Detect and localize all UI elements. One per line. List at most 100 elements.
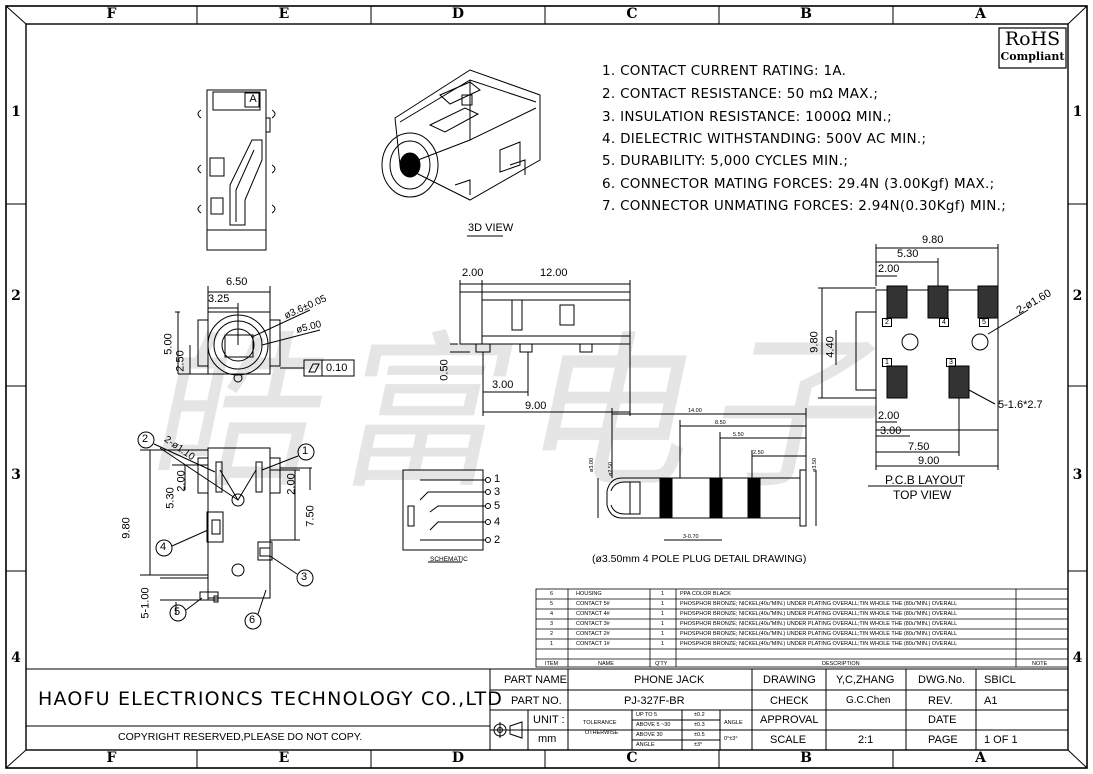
- dim-label: 4.40: [824, 336, 837, 358]
- plug-caption: (ø3.50mm 4 POLE PLUG DETAIL DRAWING): [592, 553, 807, 565]
- zone-label: E: [278, 6, 290, 22]
- balloon-label: 1: [302, 445, 309, 457]
- dwg-no-label: DWG.No.: [918, 674, 966, 686]
- dim-label: ø2.50: [608, 461, 615, 477]
- row-label: 2: [11, 288, 21, 304]
- bom-cell: 1: [661, 621, 665, 627]
- pcb-layout-drawing: [818, 244, 1029, 470]
- note-line: 7. CONNECTOR UNMATING FORCES: 2.94N(0.30…: [602, 198, 1007, 214]
- dim-label: 9.00: [918, 455, 940, 467]
- part-name-label: PART NAME: [504, 674, 567, 686]
- balloon-label: 3: [301, 571, 308, 583]
- a-marker: A: [249, 93, 257, 105]
- bom-cell: CONTACT 3#: [576, 621, 610, 627]
- dim-label: 3.00: [492, 379, 514, 391]
- zone-label: A: [975, 750, 986, 766]
- zone-label: A: [975, 6, 986, 22]
- row-label: 4: [1072, 650, 1083, 666]
- scale-label: SCALE: [770, 734, 807, 746]
- dim-label: 9.80: [120, 517, 133, 539]
- rohs-sub: Compliant: [1000, 50, 1065, 63]
- 3d-view-drawing: [381, 69, 541, 201]
- schematic-drawing: [402, 469, 491, 551]
- zone-label: F: [106, 750, 117, 766]
- balloon-label: 6: [249, 614, 256, 626]
- schematic-pin: 2: [494, 534, 501, 546]
- bom-header: NAME: [598, 661, 614, 667]
- pad-number: 3: [946, 358, 956, 367]
- unit-label: UNIT :: [533, 714, 565, 726]
- pcb-title: P.C.B LAYOUT: [885, 473, 966, 487]
- balloon-label: 2: [142, 433, 149, 445]
- page-label: PAGE: [928, 734, 958, 746]
- dim-label: 9.80: [808, 331, 821, 353]
- approval-label: APPROVAL: [760, 714, 819, 726]
- dim-label: 7.50: [304, 505, 317, 527]
- dim-label: 9.00: [525, 400, 547, 412]
- note-line: 4. DIELECTRIC WITHSTANDING: 500V AC MIN.…: [602, 131, 927, 147]
- copyright-note: COPYRIGHT RESERVED,PLEASE DO NOT COPY.: [118, 731, 363, 743]
- tolerance-label: OTHERWISE: [585, 730, 619, 736]
- schematic-pin: 5: [494, 500, 501, 512]
- dim-label: 2.00: [462, 267, 484, 279]
- bom-cell: CONTACT 1#: [576, 641, 610, 647]
- scale-value: 2:1: [858, 734, 874, 746]
- pad-number: 5: [979, 318, 989, 327]
- bom-header: DESCRIPTION: [822, 661, 860, 667]
- tol-cell: UP TO 5: [636, 712, 658, 718]
- row-label: 4: [11, 650, 21, 666]
- zone-label: C: [626, 750, 638, 766]
- tol-cell: ABOVE 5 ~30: [636, 722, 671, 728]
- pad-number: 4: [939, 318, 949, 327]
- dim-label: 2.50: [174, 350, 187, 372]
- bom-cell: 6: [550, 591, 554, 597]
- dim-label: 3.00: [880, 425, 902, 437]
- pad-number: 1: [882, 358, 892, 367]
- schematic-pin: 3: [494, 486, 501, 498]
- plug-drawing: [597, 408, 817, 541]
- bom-cell: 1: [661, 641, 665, 647]
- bom-cell: 1: [661, 591, 665, 597]
- bom-cell: 1: [661, 631, 665, 637]
- side-view-drawing: [450, 280, 631, 416]
- zone-label: F: [106, 6, 117, 22]
- unit-value: mm: [538, 733, 557, 745]
- check-value: G.C.Chen: [846, 695, 891, 706]
- rev-value: A1: [984, 695, 998, 707]
- dim-label: 7.50: [908, 441, 930, 453]
- front-view-drawing: [175, 286, 355, 383]
- zone-label: D: [451, 750, 465, 766]
- note-line: 2. CONTACT RESISTANCE: 50 mΩ MAX.;: [602, 86, 879, 102]
- part-name-value: PHONE JACK: [634, 674, 705, 686]
- tol-cell: ANGLE: [636, 742, 655, 748]
- rohs-badge: RoHS Compliant: [999, 28, 1066, 64]
- page-value: 1 OF 1: [984, 734, 1018, 746]
- balloon-label: 5: [174, 606, 181, 618]
- bom-cell: PHOSPHOR BRONZE; NICKEL(40u"MIN.) UNDER …: [680, 641, 958, 647]
- zone-label: D: [451, 6, 465, 22]
- pad-number: 2: [882, 318, 892, 327]
- dim-label: ø3.50: [812, 457, 819, 473]
- dim-label: 5.30: [897, 248, 919, 260]
- tol-cell: ±3°: [694, 742, 703, 748]
- dim-label: ø3.00: [589, 457, 596, 473]
- part-no-label: PART NO.: [511, 695, 562, 707]
- schematic-pin: 1: [494, 473, 501, 485]
- tol-cell: ±0.2: [694, 712, 705, 718]
- dim-label: 2.00: [285, 473, 298, 495]
- tol-cell: ABOVE 30: [636, 732, 663, 738]
- pcb-subtitle: TOP VIEW: [893, 488, 952, 502]
- bom-cell: 1: [661, 601, 665, 607]
- tol-cell: ±0.3: [694, 722, 705, 728]
- date-label: DATE: [928, 714, 957, 726]
- angle-value: 0°±3°: [724, 736, 738, 742]
- bom-cell: PHOSPHOR BRONZE; NICKEL(40u"MIN.) UNDER …: [680, 611, 958, 617]
- rohs-title: RoHS: [1004, 28, 1061, 50]
- bom-cell: PHOSPHOR BRONZE; NICKEL(40u"MIN.) UNDER …: [680, 631, 958, 637]
- drawing-value: Y,C,ZHANG: [836, 674, 895, 686]
- bom-cell: CONTACT 2#: [576, 631, 610, 637]
- dim-label: 0.50: [438, 359, 451, 381]
- part-no-value: PJ-327F-BR: [624, 695, 685, 707]
- note-line: 6. CONNECTOR MATING FORCES: 29.4N (3.00K…: [602, 176, 995, 192]
